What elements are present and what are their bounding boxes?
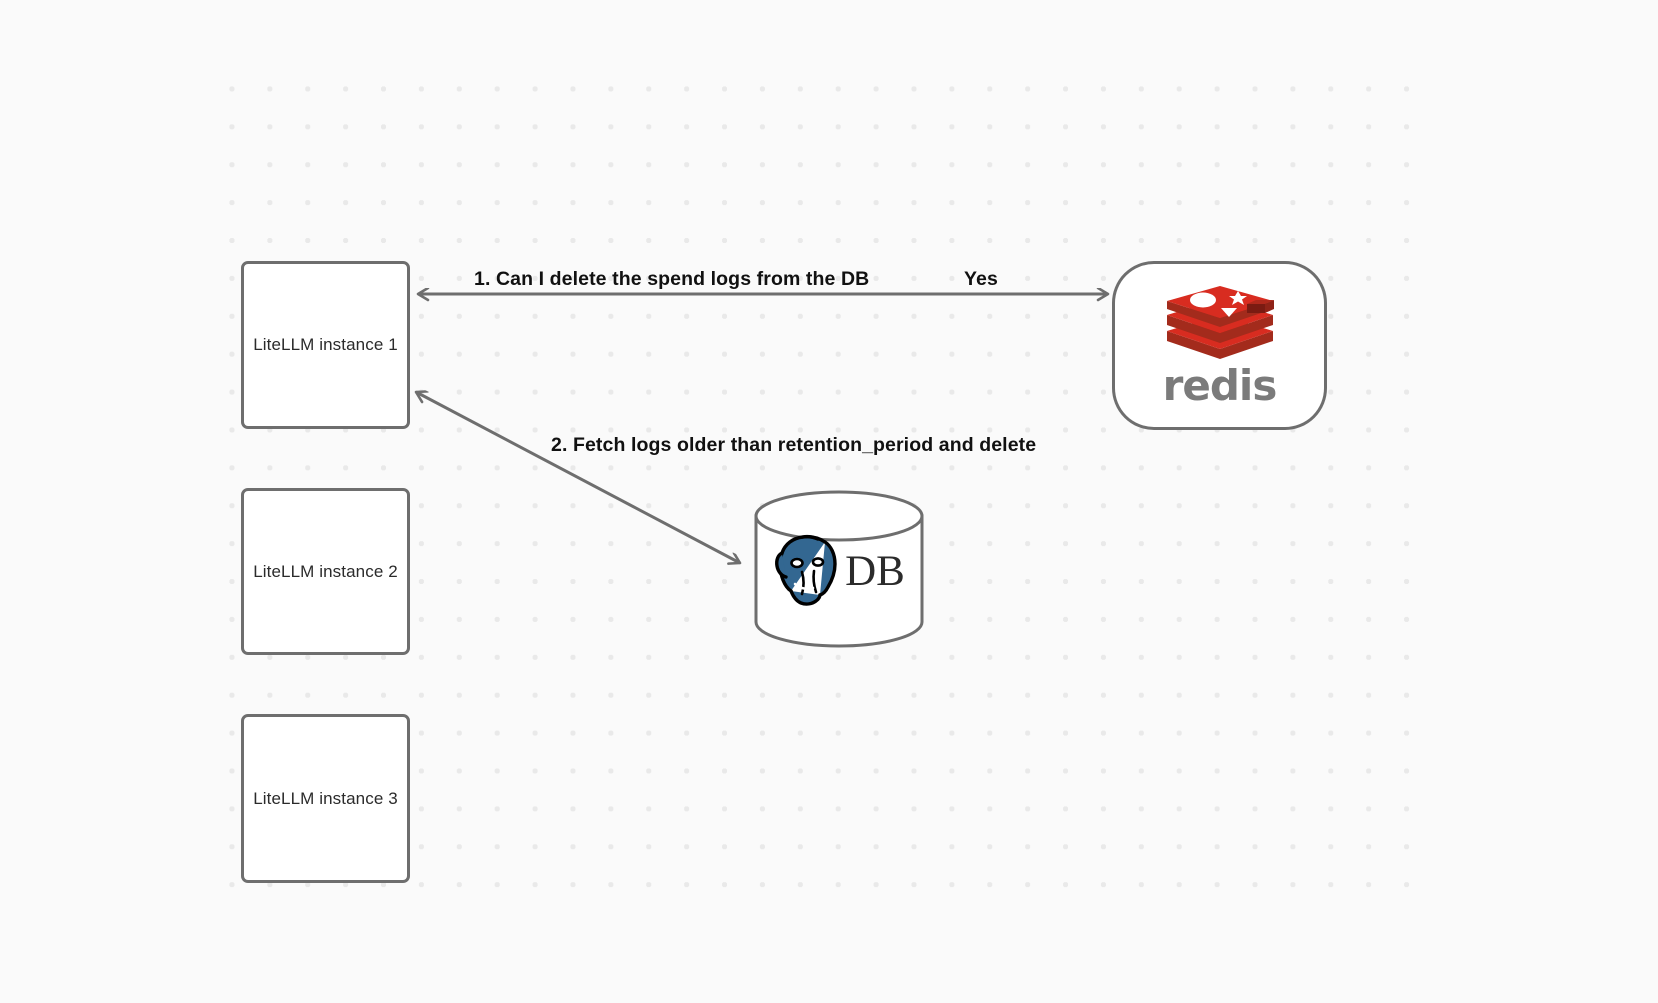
node-label: LiteLLM instance 3: [253, 788, 398, 808]
node-litellm-instance-3[interactable]: LiteLLM instance 3: [241, 714, 410, 883]
redis-wordmark: redis: [1162, 360, 1278, 410]
redis-stack-icon: [1166, 285, 1274, 359]
node-database[interactable]: DB: [753, 489, 925, 649]
node-litellm-instance-2[interactable]: LiteLLM instance 2: [241, 488, 410, 655]
edge-label-step-2: 2. Fetch logs older than retention_perio…: [551, 434, 1037, 456]
database-cylinder-icon: [754, 490, 924, 648]
edge-label-step-1-answer: Yes: [964, 268, 998, 290]
edge-label-step-1: 1. Can I delete the spend logs from the …: [474, 268, 870, 290]
node-label: LiteLLM instance 2: [253, 561, 398, 581]
node-redis[interactable]: redis: [1112, 261, 1327, 430]
redis-logo-icon: redis: [1161, 285, 1279, 407]
node-label: LiteLLM instance 1: [253, 335, 398, 354]
node-litellm-instance-1[interactable]: LiteLLM instance 1: [241, 261, 410, 429]
edge-instance1-db-line: [416, 392, 740, 563]
